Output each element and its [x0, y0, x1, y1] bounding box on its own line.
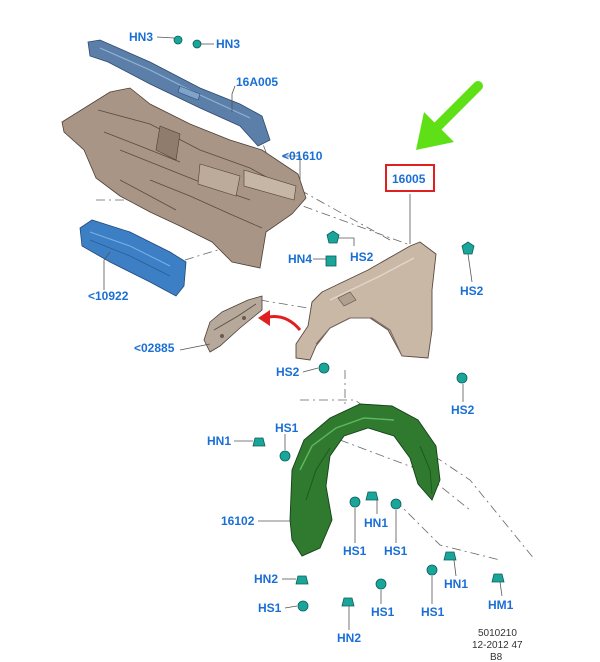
dash-panel-assembly	[61, 87, 307, 269]
clip-hs1-a	[279, 450, 291, 462]
label-hn4[interactable]: HN4	[288, 252, 312, 266]
code-line-2: 12-2012 47	[472, 640, 523, 651]
label-hn1-b[interactable]: HN1	[364, 516, 388, 530]
clip-hs2-a	[326, 230, 340, 244]
clip-hn3-b	[192, 39, 202, 49]
clip-hn3-a	[173, 35, 183, 45]
label-hs2-d[interactable]: HS2	[451, 403, 475, 417]
clip-hn1-c	[443, 551, 457, 561]
clip-hn4	[325, 255, 337, 267]
clip-hs1-c	[390, 498, 402, 510]
dash-panel-body	[61, 87, 307, 269]
diagram-code: 5010210 12-2012 47 B8	[472, 628, 523, 662]
label-hn3-a[interactable]: HN3	[129, 30, 153, 44]
clip-hs1-f	[375, 578, 387, 590]
label-02885[interactable]: <02885	[134, 341, 175, 355]
highlight-box	[385, 164, 435, 192]
label-hm1[interactable]: HM1	[488, 598, 514, 612]
clip-hs2-c	[318, 362, 330, 374]
clip-hs1-e	[297, 600, 309, 612]
label-hn1-a[interactable]: HN1	[207, 434, 231, 448]
label-hs1-f[interactable]: HS1	[371, 605, 395, 619]
label-01610[interactable]: <01610	[282, 149, 323, 163]
label-hs1-e[interactable]: HS1	[258, 601, 282, 615]
label-hs2-a[interactable]: HS2	[350, 250, 374, 264]
wheel-arch-liner	[289, 403, 441, 557]
fasteners	[173, 35, 505, 612]
duct-body	[79, 219, 187, 297]
label-hs1-a[interactable]: HS1	[275, 421, 299, 435]
clip-hn1-a	[252, 437, 266, 447]
part-labels: HN3 HN3 16A005 <01610 16005 HS2 HN4 HS2 …	[88, 30, 514, 645]
clip-hn2-a	[295, 575, 309, 585]
label-hs1-d[interactable]: HS1	[421, 605, 445, 619]
label-10922[interactable]: <10922	[88, 289, 129, 303]
clip-hs2-b	[461, 241, 475, 255]
label-hs2-c[interactable]: HS2	[276, 365, 300, 379]
arrow-down-left-icon	[416, 81, 483, 150]
label-hn3-b[interactable]: HN3	[216, 37, 240, 51]
clip-hm1	[491, 573, 505, 583]
clip-hs2-d	[456, 372, 468, 384]
lower-duct	[79, 219, 187, 297]
label-16102[interactable]: 16102	[221, 514, 255, 528]
label-16a005[interactable]: 16A005	[236, 75, 278, 89]
code-line-3: B8	[490, 652, 503, 662]
clip-hn1-b	[365, 491, 379, 501]
fender-bracket	[203, 295, 263, 353]
fender-body	[295, 241, 437, 361]
label-hs1-c[interactable]: HS1	[384, 544, 408, 558]
clip-hs1-d	[426, 564, 438, 576]
upper-crossmember	[87, 39, 271, 147]
clip-hs1-b	[349, 496, 361, 508]
liner-body	[289, 403, 441, 557]
curved-arrow-icon	[258, 310, 302, 331]
code-line-1: 5010210	[478, 628, 517, 639]
leader-lines	[103, 36, 503, 630]
clip-hn2-b	[341, 597, 355, 607]
crossmember-body	[87, 39, 271, 147]
label-hn2-a[interactable]: HN2	[254, 572, 278, 586]
label-hn2-b[interactable]: HN2	[337, 631, 361, 645]
label-16005[interactable]: 16005	[392, 172, 426, 186]
front-fender	[295, 241, 437, 361]
label-hs2-b[interactable]: HS2	[460, 284, 484, 298]
label-hs1-b[interactable]: HS1	[343, 544, 367, 558]
label-hn1-c[interactable]: HN1	[444, 577, 468, 591]
